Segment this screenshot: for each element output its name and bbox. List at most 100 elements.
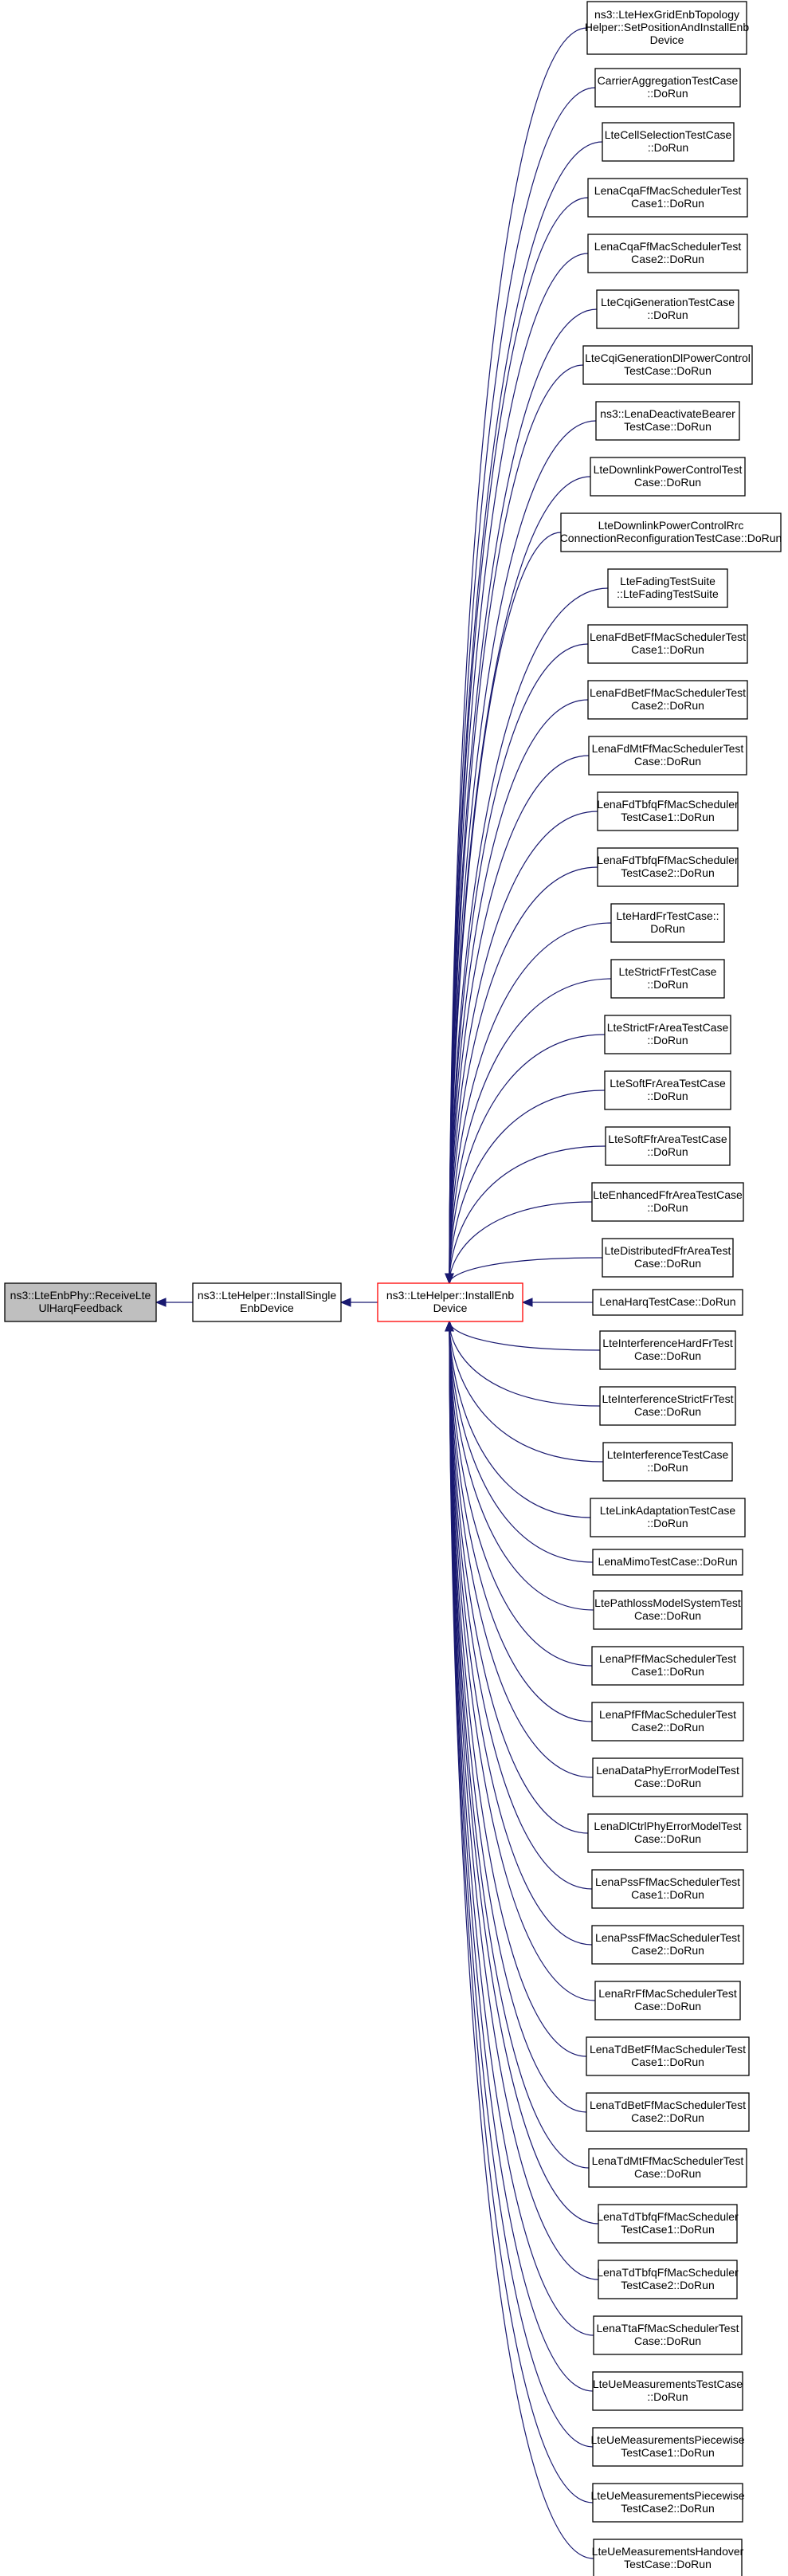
node-label-line: LenaTtaFfMacSchedulerTest bbox=[597, 2322, 739, 2334]
node-label-line: LenaDlCtrlPhyErrorModelTest bbox=[594, 1820, 741, 1832]
call-edge bbox=[449, 1321, 594, 1563]
caller-node[interactable]: LteSoftFrAreaTestCase::DoRun bbox=[604, 1070, 731, 1110]
node-label-line: TestCase2::DoRun bbox=[621, 2279, 715, 2291]
node-label-line: LenaRrFfMacSchedulerTest bbox=[598, 1987, 737, 2000]
node-label-line: Case::DoRun bbox=[634, 476, 701, 489]
node-label-line: LteDownlinkPowerControlTest bbox=[594, 463, 743, 476]
call-edge bbox=[449, 1321, 589, 1834]
caller-node[interactable]: LteEnhancedFfrAreaTestCase::DoRun bbox=[591, 1182, 744, 1222]
caller-node[interactable]: LteCqiGenerationTestCase::DoRun bbox=[596, 289, 739, 329]
caller-node[interactable]: LteUeMeasurementsPiecewiseTestCase1::DoR… bbox=[591, 2427, 745, 2467]
caller-node[interactable]: LteStrictFrAreaTestCase::DoRun bbox=[604, 1015, 731, 1054]
node-label-line: LteCqiGenerationDlPowerControl bbox=[585, 351, 751, 364]
node-label-line: LteDownlinkPowerControlRrc bbox=[598, 519, 744, 532]
call-edge bbox=[449, 1034, 606, 1284]
caller-node[interactable]: LteUeMeasurementsTestCase::DoRun bbox=[592, 2371, 743, 2411]
caller-node[interactable]: LteHardFrTestCase::DoRun bbox=[610, 903, 725, 943]
node-label-line: Case1::DoRun bbox=[631, 197, 704, 210]
caller-node[interactable]: LteSoftFfrAreaTestCase::DoRun bbox=[605, 1126, 731, 1166]
node-label-line: TestCase::DoRun bbox=[624, 364, 712, 377]
node-label-line: Case1::DoRun bbox=[631, 2056, 704, 2068]
caller-node[interactable]: LenaHarqTestCase::DoRun bbox=[592, 1289, 743, 1316]
node-label-line: LenaTdBetFfMacSchedulerTest bbox=[590, 2099, 746, 2111]
node-label-line: Case::DoRun bbox=[634, 1832, 701, 1845]
node-label-line: Case::DoRun bbox=[634, 1405, 701, 1418]
node-label-line: Case::DoRun bbox=[634, 2334, 701, 2347]
caller-node[interactable]: LteStrictFrTestCase::DoRun bbox=[610, 959, 725, 999]
call-edge bbox=[449, 1257, 603, 1284]
node-label-line: Case::DoRun bbox=[634, 1609, 701, 1622]
caller-node[interactable]: LteCellSelectionTestCase::DoRun bbox=[602, 122, 735, 162]
caller-node[interactable]: LteDownlinkPowerControlRrcConnectionReco… bbox=[560, 512, 782, 552]
node-label-line: ns3::LenaDeactivateBearer bbox=[600, 407, 735, 420]
node-label-line: LteUeMeasurementsPiecewise bbox=[591, 2489, 745, 2502]
call-edge bbox=[449, 978, 612, 1284]
node-label-line: ns3::LteHexGridEnbTopology bbox=[594, 8, 739, 21]
call-edge bbox=[449, 1321, 594, 1611]
node-label-line: Case2::DoRun bbox=[631, 2111, 704, 2124]
graph-edges bbox=[155, 27, 612, 2559]
node-label-line: LenaTdTbfqFfMacScheduler bbox=[597, 2210, 739, 2223]
caller-node[interactable]: LteUeMeasurementsPiecewiseTestCase2::DoR… bbox=[591, 2483, 745, 2523]
node-label-line: Helper::SetPositionAndInstallEnb bbox=[585, 21, 749, 33]
caller-node[interactable]: LteLinkAdaptationTestCase::DoRun bbox=[590, 1498, 746, 1537]
call-edge bbox=[449, 755, 590, 1284]
node-label-line: LteCqiGenerationTestCase bbox=[601, 296, 735, 308]
node-label-line: ::DoRun bbox=[647, 1034, 688, 1046]
node-label-line: TestCase1::DoRun bbox=[621, 2446, 715, 2459]
call-edge bbox=[449, 308, 598, 1284]
node-label-line: ::DoRun bbox=[647, 1201, 688, 1214]
node-label-line: Case1::DoRun bbox=[631, 643, 704, 656]
call-edge bbox=[449, 1321, 594, 2392]
node-label-line: TestCase2::DoRun bbox=[621, 866, 715, 879]
node-label-line: LteStrictFrAreaTestCase bbox=[607, 1021, 729, 1034]
node-label-line: LteInterferenceStrictFrTest bbox=[602, 1392, 734, 1405]
caller-node[interactable]: LenaMimoTestCase::DoRun bbox=[592, 1549, 743, 1576]
caller-node[interactable]: CarrierAggregationTestCase::DoRun bbox=[594, 68, 741, 108]
caller-node[interactable]: LteInterferenceTestCase::DoRun bbox=[602, 1442, 733, 1482]
node-label-line: LenaCqaFfMacSchedulerTest bbox=[594, 240, 742, 253]
node-label-line: Case1::DoRun bbox=[631, 1665, 704, 1678]
node-label-line: ::DoRun bbox=[647, 1461, 688, 1474]
call-edge bbox=[449, 1201, 593, 1284]
node-label-line: Case::DoRun bbox=[634, 1349, 701, 1362]
node-label-line: ns3::LteEnbPhy::ReceiveLte bbox=[10, 1289, 151, 1302]
caller-node[interactable]: ns3::LteHexGridEnbTopologyHelper::SetPos… bbox=[585, 1, 749, 55]
node-label-line: TestCase::DoRun bbox=[624, 420, 712, 433]
caller-node[interactable]: LteFadingTestSuite::LteFadingTestSuite bbox=[607, 568, 728, 608]
node-label-line: TestCase::DoRun bbox=[624, 2558, 712, 2570]
caller-node[interactable]: LteCqiGenerationDlPowerControlTestCase::… bbox=[582, 345, 753, 385]
node-label-line: TestCase1::DoRun bbox=[621, 2223, 715, 2236]
node-label-line: TestCase1::DoRun bbox=[621, 811, 715, 823]
node-label-line: LteInterferenceTestCase bbox=[607, 1448, 729, 1461]
